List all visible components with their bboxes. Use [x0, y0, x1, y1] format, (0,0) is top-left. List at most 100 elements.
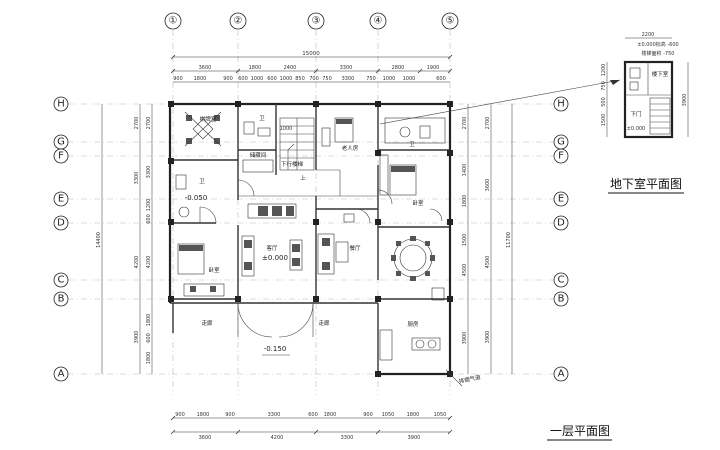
- round-dining-table: [391, 236, 435, 281]
- dim-right-l2-5: 4500: [462, 264, 468, 277]
- leader-line: [379, 79, 621, 125]
- dim-top-l2-3: 900: [223, 76, 233, 82]
- dim-bottom-l2-1: 3600: [199, 435, 212, 441]
- structural-columns: [168, 101, 453, 377]
- room-living: 客厅: [266, 244, 278, 252]
- dim-top-l2-15: 600: [436, 76, 446, 82]
- bed-icon: [334, 117, 354, 143]
- row-label-c-left: C: [58, 275, 65, 286]
- dim-top-5: 2800: [392, 65, 405, 71]
- wardrobe-right: [379, 154, 389, 196]
- dim-bottom-6: 1800: [324, 412, 337, 418]
- dim-right-2: 3600: [485, 179, 491, 192]
- basement-title: 地下室平面图: [610, 176, 682, 191]
- dim-left-l2-3: 1200: [146, 199, 152, 212]
- dim-left-3: 4200: [134, 256, 140, 269]
- dim-top-l2-12: 750: [366, 76, 376, 82]
- basement-left-dim-2: 750: [601, 81, 607, 91]
- dim-left-l2-2: 3300: [146, 166, 152, 179]
- dim-bottom-5: 600: [308, 412, 318, 418]
- row-label-c-right: C: [558, 275, 565, 286]
- basement-dim-top: 2200: [642, 32, 655, 38]
- column-axis-bubbles: ① ② ③ ④ ⑤: [164, 12, 459, 30]
- dim-right-overall: 11700: [506, 232, 512, 248]
- dim-left-l2-4: 600: [146, 214, 152, 224]
- dim-top-l2-10: 750: [322, 76, 332, 82]
- dim-right-l2-2: 1400: [462, 164, 468, 177]
- basement-door-label: 下门: [630, 110, 641, 118]
- row-label-f-left: F: [58, 151, 64, 162]
- dim-top-6: 1900: [427, 65, 440, 71]
- dim-left-overall: 14400: [96, 232, 102, 248]
- row-label-g-left: G: [57, 137, 65, 148]
- dim-right-l2-3: 1800: [462, 195, 468, 208]
- column-label-2: ②: [234, 16, 243, 27]
- row-axis-bubbles-left: H G F E D C B A: [53, 96, 69, 382]
- dim-bottom-l2-4: 3900: [408, 435, 421, 441]
- dim-top-l2-6: 600: [267, 76, 277, 82]
- staircase: 下行楼梯 上 1000: [280, 117, 315, 182]
- sink-left-icon: [178, 206, 190, 218]
- basement-inset: 2200 ±0.000标高 -600 楼梯面积 -750 楼下室 下门 ±0.0…: [601, 32, 689, 139]
- row-label-h-right: H: [557, 99, 565, 110]
- bottom-dimensions: 900 1800 900 3300 600 1800 900 1050 1800…: [170, 412, 453, 441]
- basement-room: 楼下室: [652, 70, 669, 78]
- stair-up-label: 上: [300, 174, 306, 182]
- toilet-icon: [243, 121, 255, 135]
- row-label-g-right: G: [557, 137, 565, 148]
- row-label-b-left: B: [58, 294, 65, 305]
- dim-top-l2-1: 900: [173, 76, 183, 82]
- dim-bottom-2: 1800: [197, 412, 210, 418]
- row-label-f-right: F: [558, 151, 564, 162]
- room-corridor-left: 走廊: [201, 319, 213, 327]
- room-chess: 棋牌室: [200, 115, 217, 123]
- room-lower-wash: 卫: [199, 178, 205, 185]
- dim-left-l2-1: 2700: [146, 117, 152, 130]
- column-label-4: ④: [374, 16, 383, 27]
- basement-right-dim: 3900: [682, 94, 688, 107]
- column-label-3: ③: [312, 16, 321, 27]
- dim-top-4: 3300: [340, 65, 353, 71]
- living-sofa-set: [241, 203, 303, 277]
- dim-left-4: 3900: [134, 331, 140, 344]
- basement-left-dim-4: 1500: [601, 114, 607, 127]
- chess-table: [184, 111, 222, 147]
- left-dimensions: 14400 2700 3300 4200 3900 2700 3300 1200…: [96, 104, 153, 374]
- round-sink-icon: [399, 126, 411, 138]
- dim-right-4: 3900: [485, 331, 491, 344]
- dim-top-l2-11: 3300: [342, 76, 355, 82]
- row-label-a-left: A: [58, 369, 65, 380]
- walls: [168, 102, 452, 376]
- dim-top-l2-8: 850: [295, 76, 305, 82]
- dim-left-2: 3300: [134, 172, 140, 185]
- dim-left-l2-5: 4200: [146, 256, 152, 269]
- dim-top-l2-5: 1000: [251, 76, 264, 82]
- dim-top-l2-13: 1000: [383, 76, 396, 82]
- bath-fixtures: [384, 117, 446, 144]
- kitchen-fixtures: [379, 287, 445, 361]
- dim-top-l2-7: 1000: [280, 76, 293, 82]
- column-label-5: ⑤: [446, 16, 455, 27]
- dim-right-3: 4500: [485, 256, 491, 269]
- dim-bottom-8: 1050: [382, 412, 395, 418]
- dim-bottom-4: 3300: [268, 412, 281, 418]
- dim-bottom-3: 900: [225, 412, 235, 418]
- toilet-right-icon: [419, 125, 431, 139]
- dim-left-l2-8: 1800: [146, 352, 152, 365]
- grid-lines: [68, 30, 555, 395]
- basement-note-2: 楼梯面积 -750: [642, 50, 675, 57]
- wardrobe-elder: [321, 127, 331, 147]
- dim-right-1: 2700: [485, 117, 491, 130]
- dim-top-l2-9: 700: [309, 76, 319, 82]
- dim-bottom-1: 900: [175, 412, 185, 418]
- dim-bottom-10: 1050: [434, 412, 447, 418]
- room-wash: 卫: [259, 115, 265, 122]
- row-label-h-left: H: [57, 99, 65, 110]
- basement-note-1: ±0.000标高 -600: [637, 41, 678, 48]
- dim-left-1: 2700: [134, 117, 140, 130]
- storage-shelf: [242, 159, 274, 173]
- elevation-outside: -0.150: [264, 345, 287, 353]
- toilet-left-icon: [175, 174, 187, 190]
- dim-top-3: 2400: [284, 65, 297, 71]
